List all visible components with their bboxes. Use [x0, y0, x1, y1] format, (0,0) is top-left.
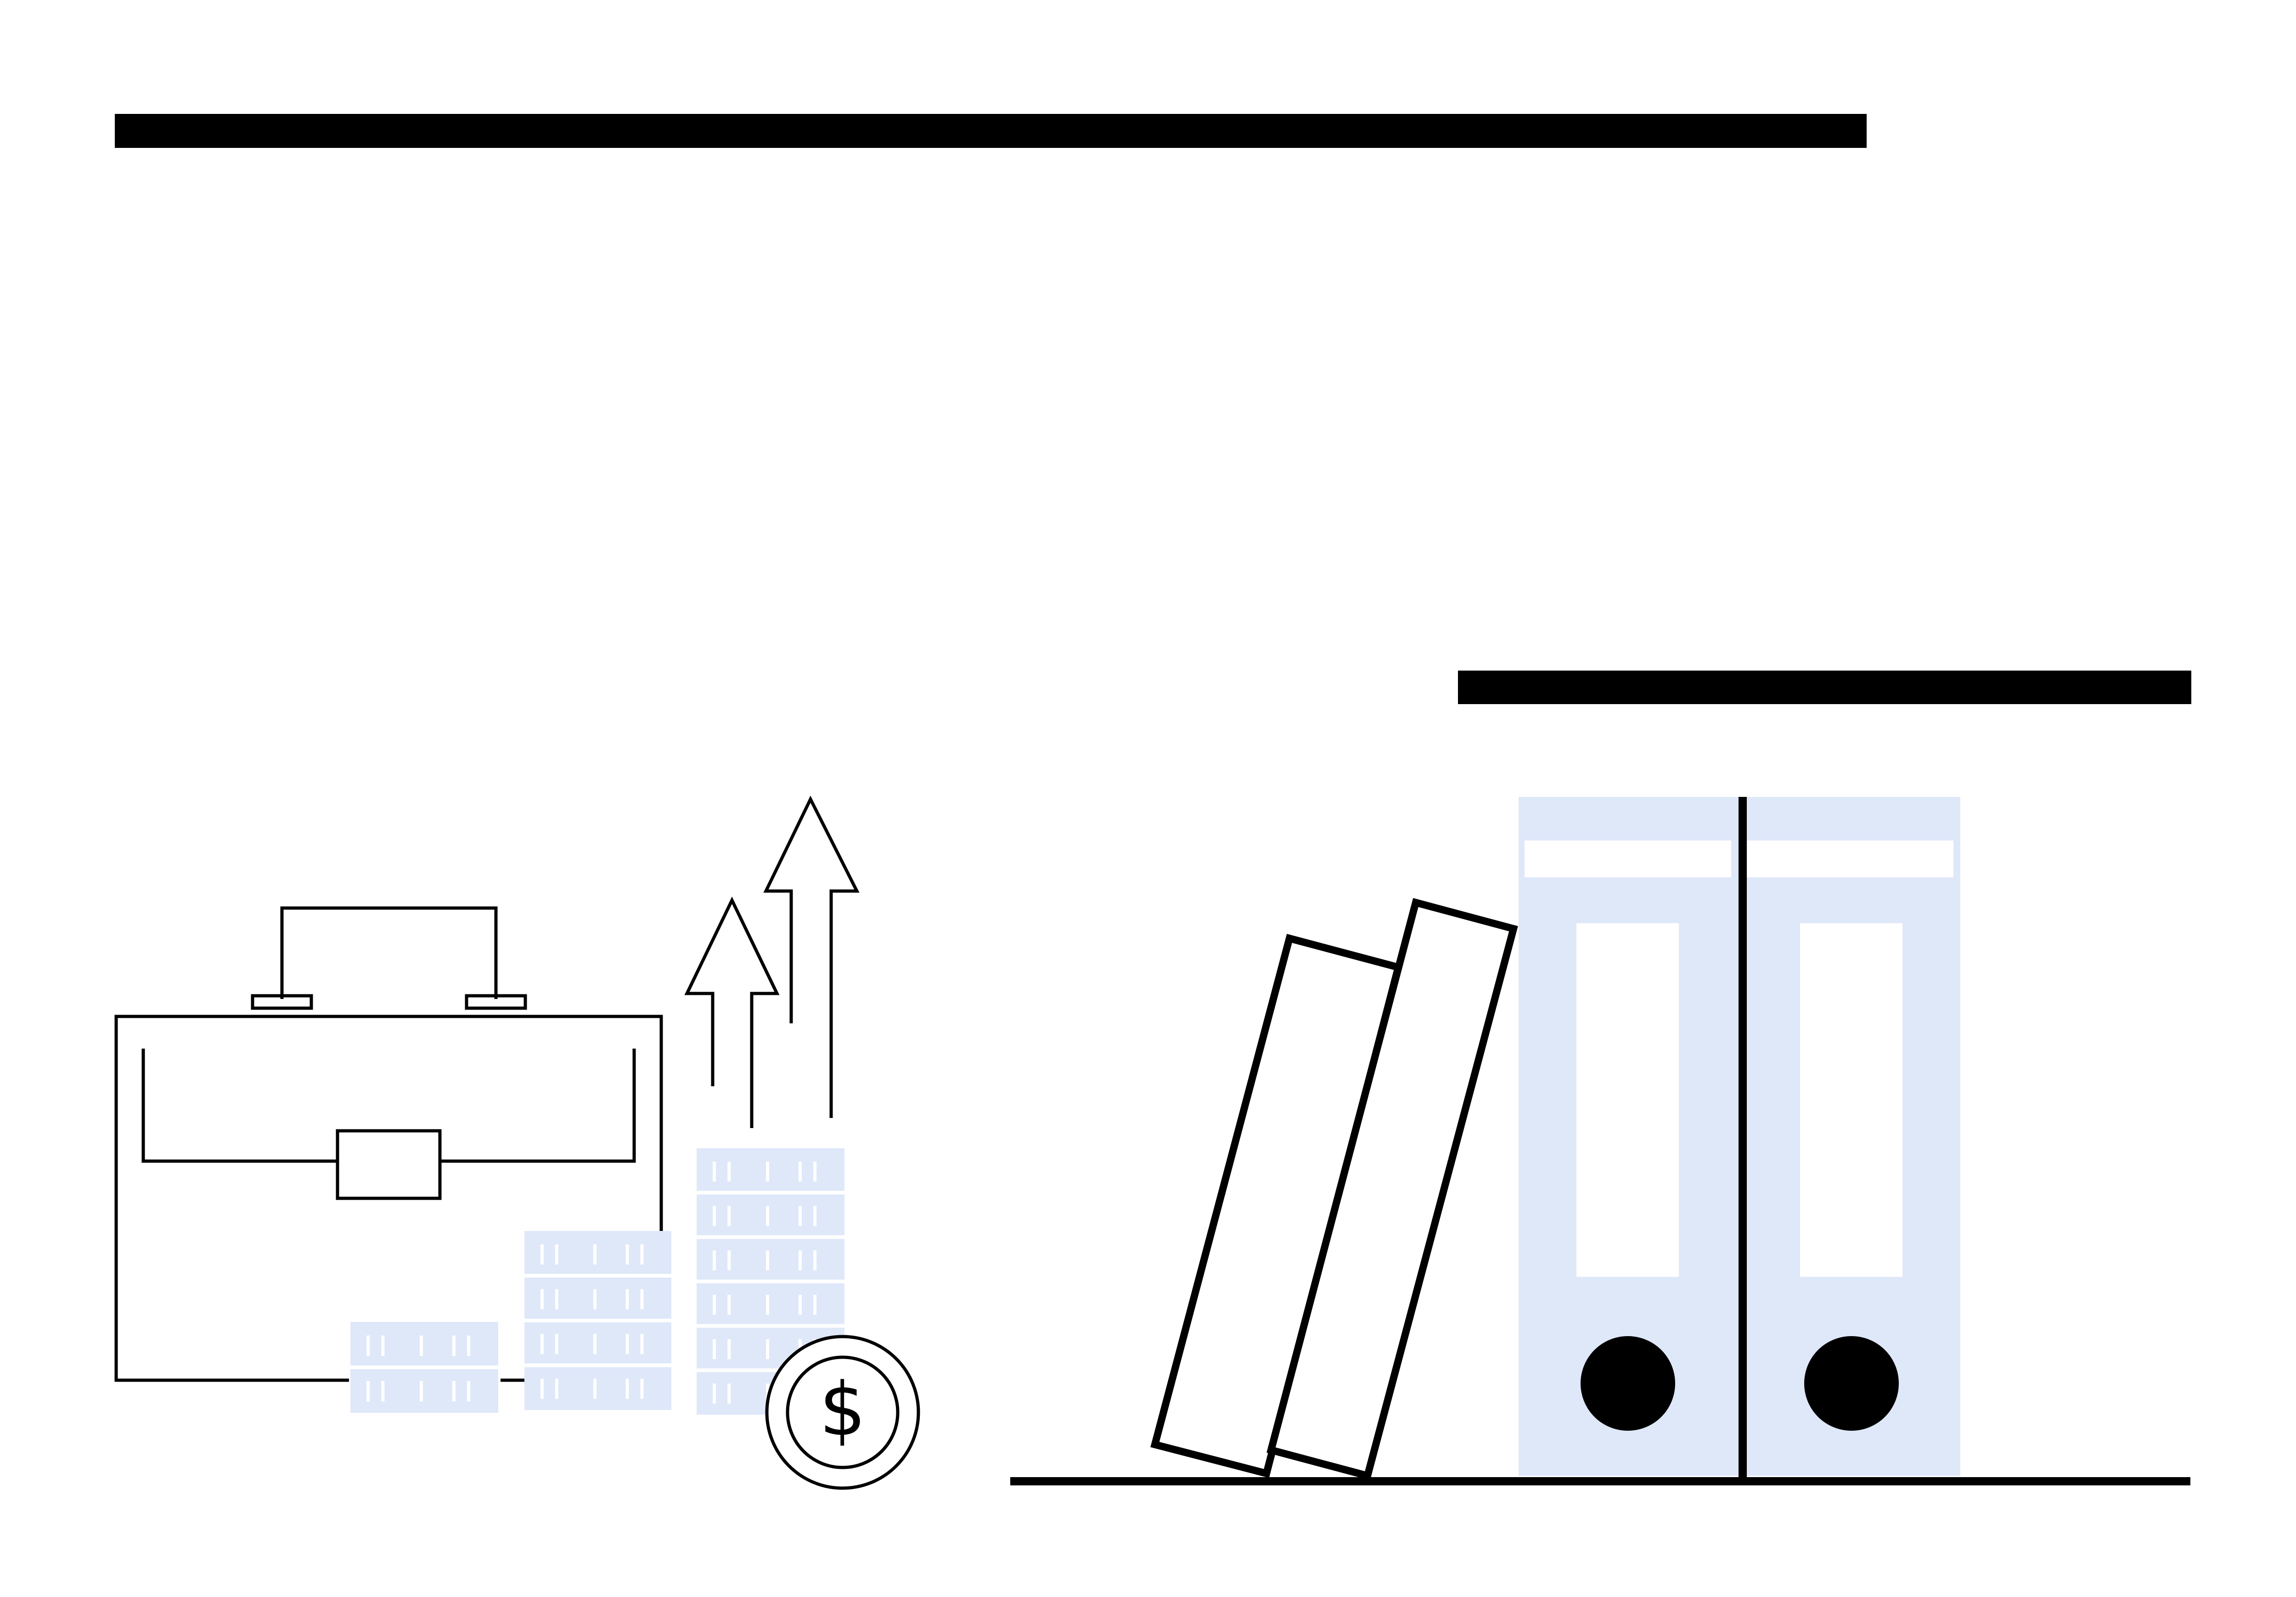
binder-icon — [1519, 797, 1739, 1476]
book-icon — [1150, 934, 1403, 1478]
header-bar-top — [115, 114, 1867, 148]
arrow-up-icon — [684, 896, 780, 1128]
arrow-up-icon — [763, 796, 860, 1118]
dollar-symbol: $ — [819, 1366, 866, 1452]
coin-stack-icon — [350, 1322, 498, 1413]
briefcase-icon — [114, 906, 663, 1382]
coin-stack-icon — [524, 1231, 671, 1410]
book-icon — [1266, 898, 1518, 1480]
dollar-coin-icon: $ — [765, 1335, 920, 1490]
binder-icon — [1739, 797, 1960, 1476]
header-bar-right — [1458, 671, 2191, 704]
